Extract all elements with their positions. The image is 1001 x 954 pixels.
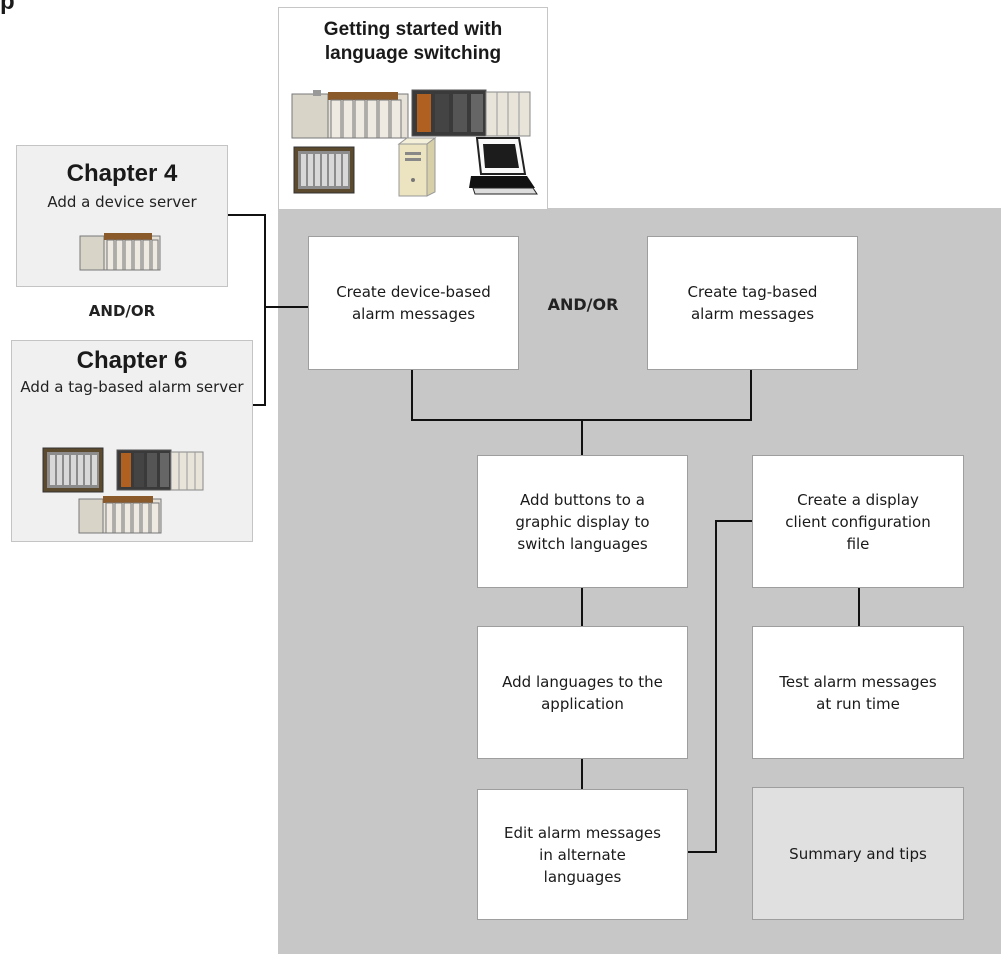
chapters-andor-label: AND/OR — [88, 302, 156, 320]
compact-controller-icon — [116, 449, 204, 491]
controller-rack-icon — [78, 496, 162, 534]
controller-rack-icon — [79, 233, 161, 271]
step-test-messages-label: Test alarm messages at run time — [779, 672, 937, 713]
chapter-4-box: Chapter 4 Add a device server — [16, 145, 228, 287]
step-test-messages: Test alarm messages at run time — [752, 626, 964, 759]
step-summary-label: Summary and tips — [789, 844, 927, 863]
step-edit-messages: Edit alarm messages in alternate languag… — [477, 789, 688, 920]
page-title-fragment: p — [0, 0, 15, 15]
step-device-messages: Create device-based alarm messages — [308, 236, 519, 370]
step-tag-messages: Create tag-based alarm messages — [647, 236, 858, 370]
chapter-4-title: Chapter 4 — [66, 160, 178, 187]
io-chassis-icon — [293, 146, 355, 194]
chapter-4-description: Add a device server — [47, 193, 197, 211]
step-tag-messages-label: Create tag-based alarm messages — [687, 283, 818, 323]
step-device-messages-label: Create device-based alarm messages — [336, 283, 491, 323]
chapter-6-title: Chapter 6 — [76, 347, 188, 374]
step-edit-messages-label: Edit alarm messages in alternate languag… — [504, 823, 661, 886]
io-chassis-icon — [42, 447, 104, 493]
getting-started-heading: Getting started with language switching — [323, 19, 503, 64]
server-tower-icon — [397, 137, 437, 197]
workstation-computer-icon — [469, 137, 538, 195]
chapter-6-box: Chapter 6 Add a tag-based alarm server — [11, 340, 253, 542]
step-add-languages-label: Add languages to the application — [502, 672, 663, 713]
step-client-config: Create a display client configuration fi… — [752, 455, 964, 588]
controller-rack-icon — [291, 90, 409, 139]
step-add-languages: Add languages to the application — [477, 626, 688, 759]
step-summary: Summary and tips — [752, 787, 964, 920]
step-add-buttons: Add buttons to a graphic display to swit… — [477, 455, 688, 588]
steps-andor-label: AND/OR — [547, 295, 619, 314]
chapter-6-description: Add a tag-based alarm server — [20, 378, 244, 396]
step-client-config-label: Create a display client configuration fi… — [785, 490, 931, 553]
getting-started-box: Getting started with language switching — [278, 7, 548, 210]
compact-controller-icon — [411, 89, 531, 137]
step-add-buttons-label: Add buttons to a graphic display to swit… — [515, 490, 650, 553]
